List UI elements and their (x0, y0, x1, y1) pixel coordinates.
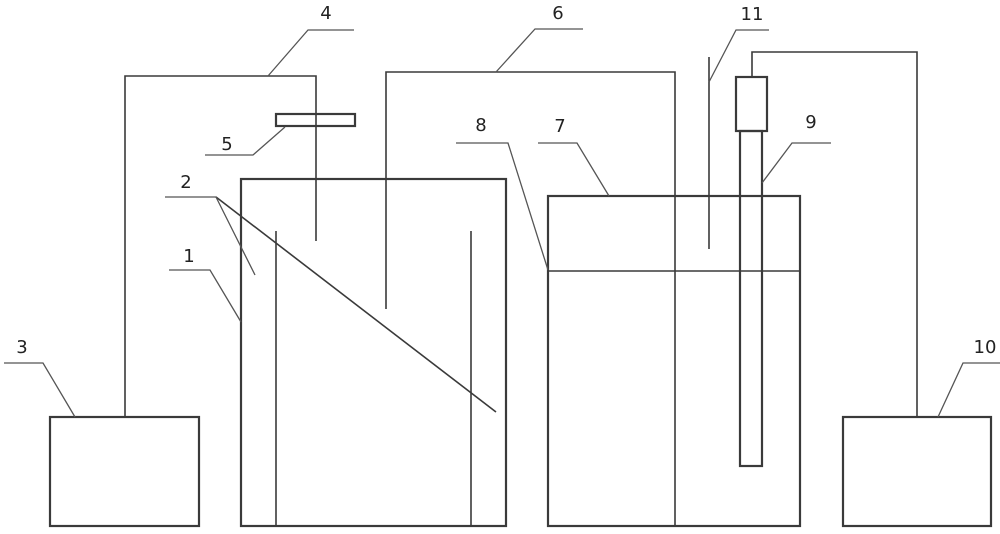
leader-4 (267, 29, 354, 77)
leader-8 (456, 142, 549, 271)
label-8: 8 (475, 115, 487, 136)
label-5: 5 (221, 134, 233, 155)
leader-6 (495, 28, 583, 73)
leader-2 (165, 196, 256, 276)
leader-5 (205, 126, 286, 156)
label-11: 11 (740, 4, 764, 25)
leader-10 (937, 362, 1000, 418)
label-4: 4 (320, 3, 332, 24)
label-10: 10 (973, 337, 997, 358)
label-6: 6 (552, 3, 564, 24)
component-9-electrode-cap (734, 75, 769, 133)
leader-3 (4, 362, 76, 418)
component-2-inclined-plate (215, 196, 497, 413)
leader-9 (761, 142, 831, 184)
component-5-plate (274, 112, 357, 128)
component-6-pipe (385, 71, 676, 526)
component-4-pipe (124, 75, 317, 417)
component-7-tank (546, 194, 802, 528)
label-2: 2 (180, 172, 192, 193)
label-9: 9 (805, 112, 817, 133)
component-9-electrode-tube (738, 129, 764, 468)
label-7: 7 (554, 116, 566, 137)
label-3: 3 (16, 337, 28, 358)
leader-7 (538, 142, 610, 197)
component-1-tank (239, 177, 508, 528)
component-3-box (48, 415, 201, 528)
leader-11 (708, 29, 769, 83)
electrode-wire (751, 51, 918, 417)
label-1: 1 (183, 246, 195, 267)
leader-1 (169, 269, 242, 323)
component-10-box (841, 415, 993, 528)
